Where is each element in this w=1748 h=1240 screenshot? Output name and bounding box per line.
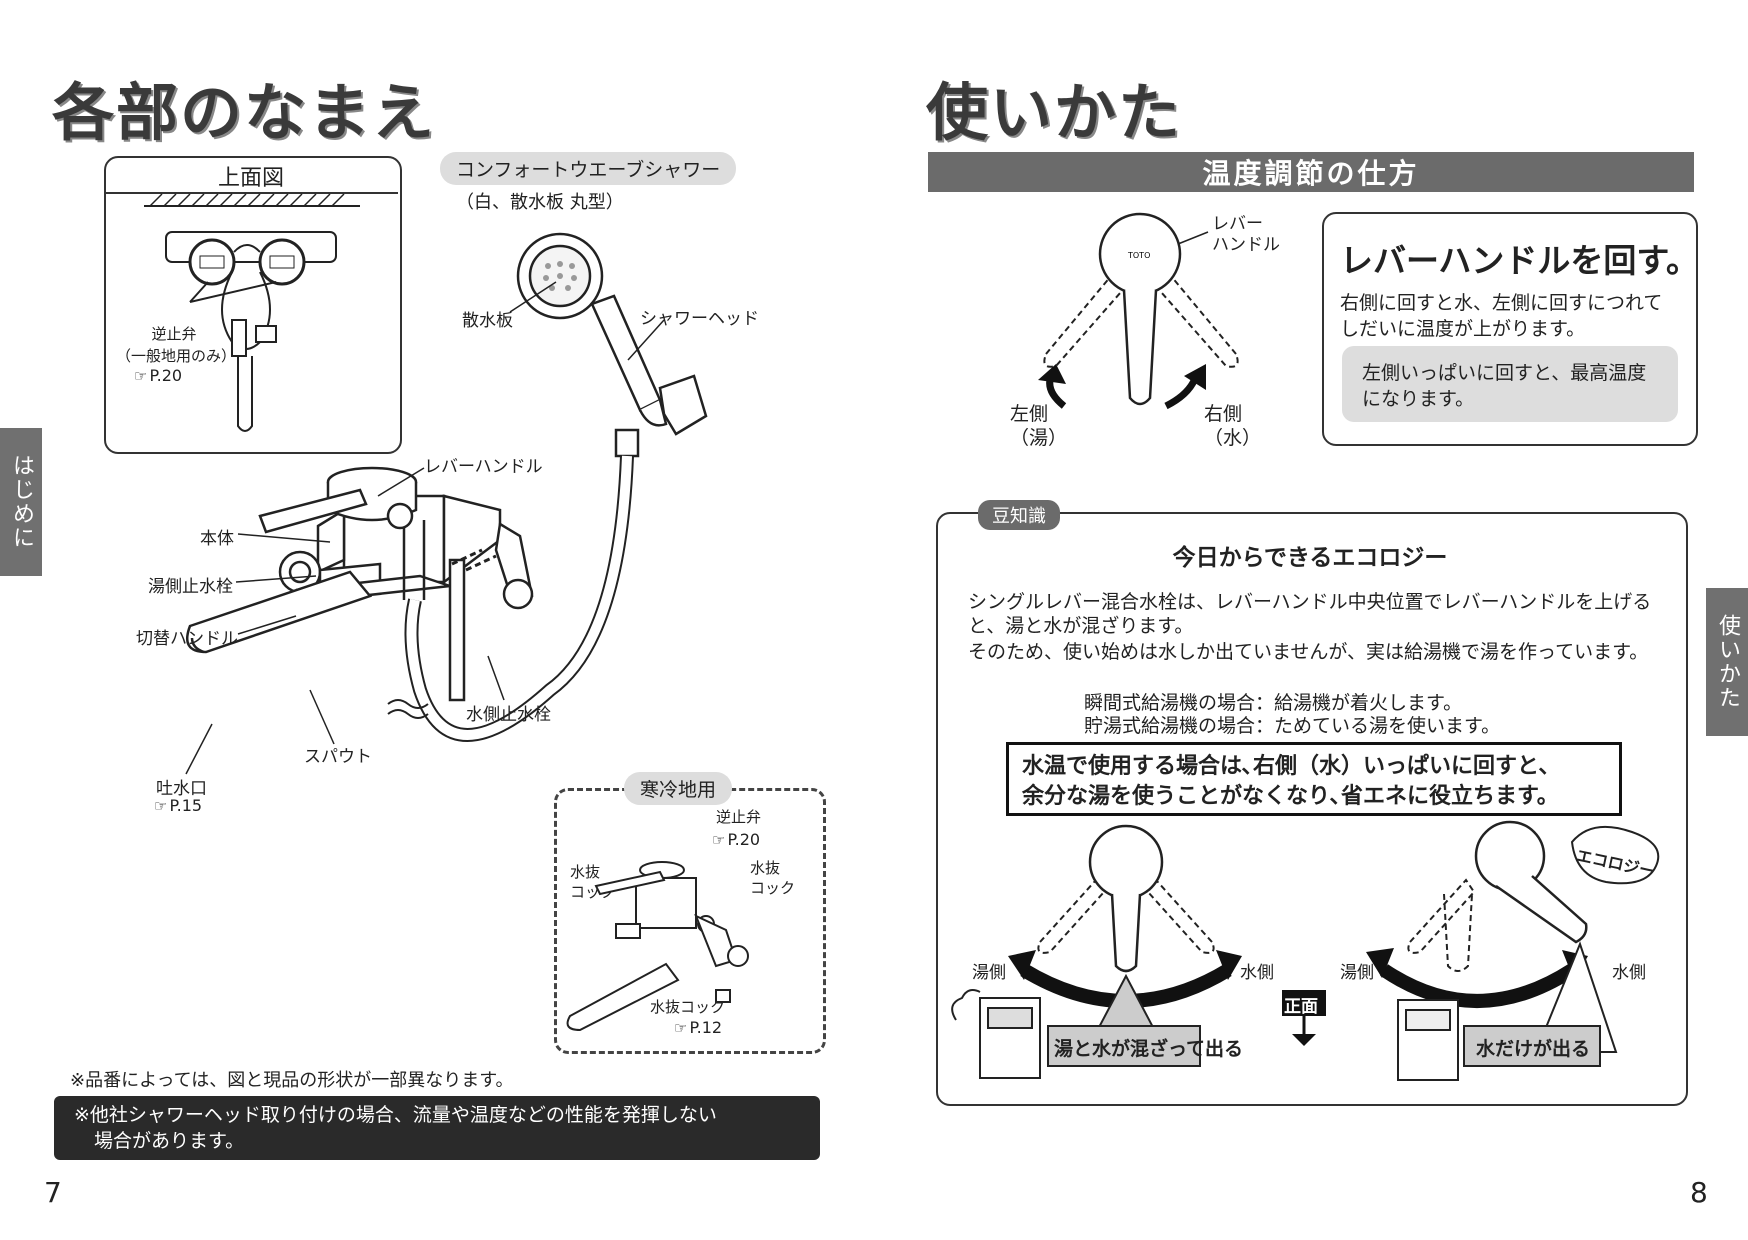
label-lever-handle: レバーハンドル: [424, 457, 543, 477]
cold-check-valve: 逆止弁: [716, 808, 762, 826]
label-cold-side-1: 水側: [1240, 963, 1274, 983]
label-outlet: 吐水口: [156, 779, 207, 799]
instruction-heading: レバーハンドルを回す。: [1340, 241, 1700, 280]
highlight-line1: 水温で使用する場合は､右側（水）いっぱいに回すと､: [1022, 754, 1551, 779]
label-shower-head: シャワーヘッド: [640, 309, 759, 329]
toto-logo: TOTO: [1127, 251, 1150, 260]
page-title-names: 各部のなまえ: [52, 76, 437, 149]
highlight-box: [1006, 742, 1622, 816]
shower-name-pill: コンフォートウエーブシャワー: [440, 152, 737, 185]
tips-case-instant: 瞬間式給湯機の場合：給湯機が着火します。: [1084, 692, 1463, 714]
tips-paragraph-1: シングルレバー混合水栓は、レバーハンドル中央位置でレバーハンドルを上げると、湯と…: [968, 591, 1652, 637]
label-spout: スパウト: [304, 747, 372, 767]
tips-tag: 豆知識: [978, 500, 1060, 530]
outlet-ref[interactable]: ☞P.15: [154, 796, 203, 815]
cold-region-title: 寒冷地用: [624, 772, 733, 805]
label-body: 本体: [200, 529, 234, 549]
instruction-note: 左側いっぱいに回すと、最高温度になります。: [1362, 362, 1647, 410]
cold-faucet-drawing: [566, 861, 749, 1032]
note-third-party-box: [54, 1096, 820, 1160]
pointing-hand-icon: ☞: [134, 367, 148, 385]
side-tab-usage[interactable]: 使いかた: [1706, 588, 1748, 736]
top-view-header: [104, 156, 398, 194]
label-switch-handle: 切替ハンドル: [136, 629, 238, 649]
label-hot-stop-valve: 湯側止水栓: [148, 577, 233, 597]
top-view-title: 上面図: [217, 166, 284, 191]
cold-drain-right: 水抜 コック: [750, 859, 796, 897]
section-banner-temperature: 温度調節の仕方: [928, 152, 1694, 192]
label-spray-plate: 散水板: [462, 311, 513, 331]
tips-title: 今日からできるエコロジー: [1172, 545, 1448, 571]
pointing-hand-icon: ☞: [674, 1019, 688, 1037]
top-view-check-valve: 逆止弁: [151, 325, 197, 343]
highlight-line2: 余分な湯を使うことがなくなり､省エネに役立ちます。: [1022, 784, 1559, 809]
page-number-right: 8: [1690, 1176, 1708, 1209]
side-tab-intro[interactable]: はじめに: [0, 428, 42, 576]
label-lever-handle-right: レバー ハンドル: [1212, 214, 1280, 255]
label-water-only: 水だけが出る: [1476, 1038, 1591, 1060]
cold-drain-bottom: 水抜コック: [650, 998, 726, 1016]
lever-diagram: TOTO: [1038, 212, 1239, 410]
label-cold-side-2: 水側: [1612, 963, 1646, 983]
tips-paragraph-2: そのため、使い始めは水しか出ていませんが、実は給湯機で湯を作っています。: [968, 641, 1649, 663]
faucet-drawing: [186, 232, 708, 742]
tips-case-storage: 貯湯式給湯機の場合：ためている湯を使います。: [1084, 715, 1501, 737]
top-view-ref[interactable]: ☞P.20: [134, 366, 183, 385]
label-mixed-output: 湯と水が混ざって出る: [1054, 1038, 1244, 1060]
label-front: 正面: [1284, 997, 1318, 1017]
cold-check-valve-ref[interactable]: ☞P.20: [712, 830, 761, 849]
top-view-drawing: [144, 193, 360, 432]
note-third-party-line2: 場合があります。: [94, 1130, 245, 1152]
pointing-hand-icon: ☞: [712, 831, 726, 849]
label-hot-side-1: 湯側: [972, 963, 1006, 983]
page-title-usage: 使いかた: [926, 76, 1183, 149]
top-view-check-valve-note: （一般地用のみ）: [115, 347, 236, 365]
label-right-cold: 右側 （水）: [1204, 403, 1262, 449]
instruction-note-box: [1342, 346, 1678, 422]
note-third-party-line1: ※他社シャワーヘッド取り付けの場合、流量や温度などの性能を発揮しない: [74, 1104, 717, 1126]
cold-drain-ref[interactable]: ☞P.12: [674, 1018, 723, 1037]
note-shape-differs: ※品番によっては、図と現品の形状が一部異なります。: [70, 1070, 514, 1091]
label-left-hot: 左側 （湯）: [1010, 403, 1068, 449]
shower-spec: （白、散水板 丸型）: [456, 192, 624, 213]
label-hot-side-2: 湯側: [1340, 963, 1374, 983]
page-number-left: 7: [44, 1176, 62, 1209]
label-cold-stop-valve: 水側止水栓: [466, 705, 551, 725]
instruction-text: 右側に回すと水、左側に回すにつれてしだいに温度が上がります。: [1340, 292, 1663, 340]
pointing-hand-icon: ☞: [154, 797, 168, 815]
eco-diagram: [951, 820, 1660, 1081]
